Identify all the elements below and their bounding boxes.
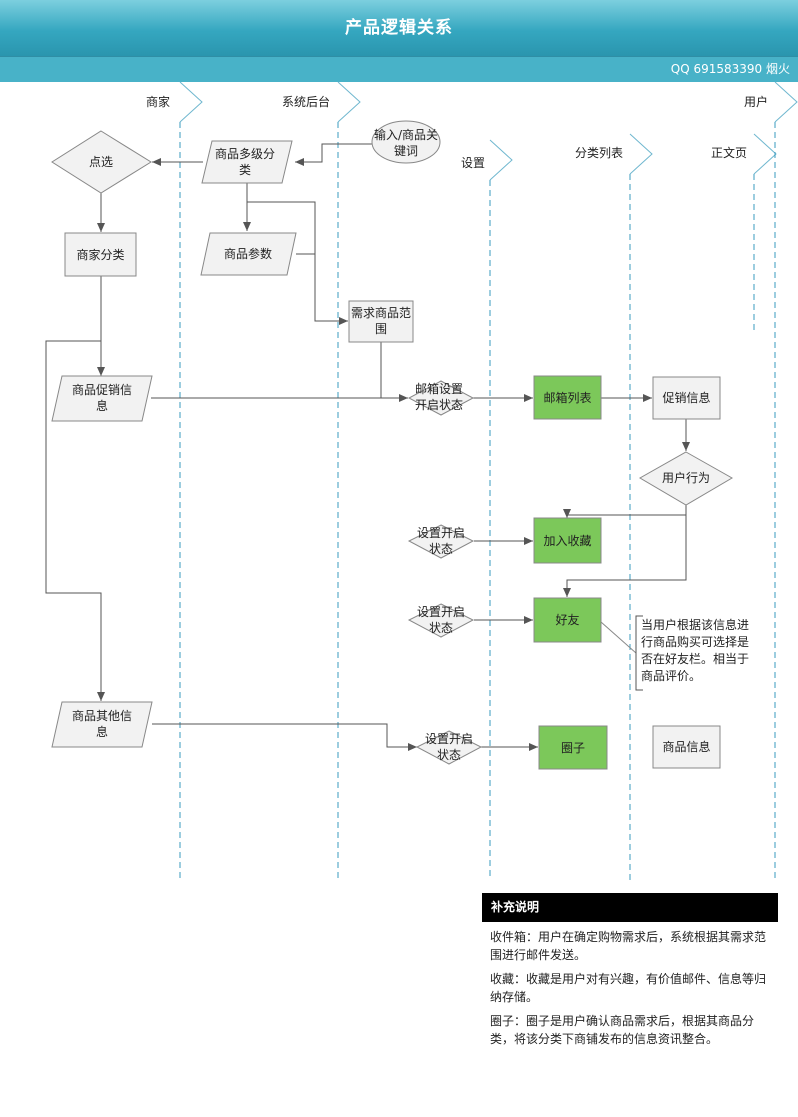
lane-chevron-category xyxy=(629,133,653,175)
shape-product-info xyxy=(652,725,721,769)
shape-add-favorite xyxy=(533,517,602,564)
qq-contact: QQ 691583390 烟火 xyxy=(670,62,790,76)
arrow-category-to-demand xyxy=(247,201,348,325)
node-mailbox-list[interactable]: 邮箱列表 xyxy=(543,390,592,405)
node-circle[interactable]: 圈子 xyxy=(560,740,585,755)
arrow-behavior-to-favorite xyxy=(563,505,687,518)
supplement-item-inbox: 收件箱：用户在确定购物需求后，系统根据其需求范围进行邮件发送。 xyxy=(490,930,767,962)
node-fav-setting: 设置开启状态 xyxy=(417,526,466,556)
shape-select xyxy=(51,130,152,194)
header-bar: 产品逻辑关系 xyxy=(0,0,798,56)
supplement-item-circle: 圈子：圈子是用户确认商品需求后，根据其商品分类，将该分类下商铺发布的信息资讯整合… xyxy=(490,1014,755,1046)
shape-other-info xyxy=(51,701,153,748)
note-connector xyxy=(600,621,637,654)
node-product-info: 商品信息 xyxy=(662,740,711,754)
node-other-info: 商品其他信息 xyxy=(72,709,133,739)
node-product-params: 商品参数 xyxy=(223,247,272,261)
shape-multi-category xyxy=(201,140,293,184)
shape-friend xyxy=(533,597,602,643)
supplement-item-favorite: 收藏：收藏是用户对有兴趣，有价值邮件、信息等归纳存储。 xyxy=(490,972,767,1004)
lane-lines xyxy=(179,122,776,880)
shape-mailbox-list xyxy=(533,375,602,420)
shape-product-promo xyxy=(51,375,153,422)
arrow-behavior-to-friend xyxy=(563,515,687,597)
node-friend-setting: 设置开启状态 xyxy=(417,605,466,635)
shape-circle xyxy=(538,725,608,770)
node-demand-range: 需求商品范围 xyxy=(351,306,412,336)
node-user-behavior: 用户行为 xyxy=(661,471,710,485)
lane-chevrons xyxy=(179,81,798,181)
shape-promo-info xyxy=(652,376,721,420)
shape-merchant-category xyxy=(64,232,137,277)
lane-label-category-list: 分类列表 xyxy=(575,146,624,160)
node-mailbox-setting: 邮箱设置开启状态 xyxy=(414,382,463,412)
shape-product-params xyxy=(200,232,297,276)
shape-mailbox-setting xyxy=(407,380,475,416)
lane-label-backend: 系统后台 xyxy=(282,95,331,109)
shape-user-behavior xyxy=(638,451,734,506)
lane-chevron-detail xyxy=(753,133,777,175)
lane-chevron-backend xyxy=(337,81,361,123)
node-select: 点选 xyxy=(88,155,113,169)
lane-chevron-user xyxy=(774,81,798,123)
node-multi-category: 商品多级分类 xyxy=(214,147,275,177)
node-add-favorite[interactable]: 加入收藏 xyxy=(543,533,592,548)
node-input-keyword: 输入/商品关键词 xyxy=(373,128,439,158)
arrow-to-other-info xyxy=(45,340,105,701)
arrow-other-to-circle-setting xyxy=(152,723,417,751)
shapes xyxy=(51,120,734,770)
node-merchant-category: 商家分类 xyxy=(76,247,125,262)
node-promo-info: 促销信息 xyxy=(662,391,711,405)
lane-label-detail-page: 正文页 xyxy=(711,146,748,160)
sub-header-bar: QQ 691583390 烟火 xyxy=(0,56,798,82)
lane-label-merchant: 商家 xyxy=(146,95,171,109)
supplement-panel: 补充说明 收件箱：用户在确定购物需求后，系统根据其需求范围进行邮件发送。 收藏：… xyxy=(482,893,778,1048)
friend-annotation: 当用户根据该信息进行商品购买可选择是否在好友栏。相当于商品评价。 xyxy=(641,618,750,683)
supplement-title: 补充说明 xyxy=(482,893,778,922)
shape-friend-setting xyxy=(407,603,475,638)
node-product-promo: 商品促销信息 xyxy=(72,383,133,413)
connectors xyxy=(45,143,690,751)
note-bracket xyxy=(635,615,643,691)
node-circle-setting: 设置开启状态 xyxy=(425,732,474,762)
lane-chevron-merchant xyxy=(179,81,203,123)
shape-fav-setting xyxy=(407,524,475,559)
shape-circle-setting xyxy=(415,730,483,765)
arrow-keyword-to-category xyxy=(295,143,372,166)
shape-input-keyword xyxy=(371,120,441,164)
shape-demand-range xyxy=(348,300,414,343)
page-title: 产品逻辑关系 xyxy=(345,18,453,38)
lane-label-settings: 设置 xyxy=(461,156,486,170)
lane-chevron-settings xyxy=(489,139,513,181)
lane-label-user: 用户 xyxy=(744,95,769,109)
node-friend[interactable]: 好友 xyxy=(555,613,580,627)
